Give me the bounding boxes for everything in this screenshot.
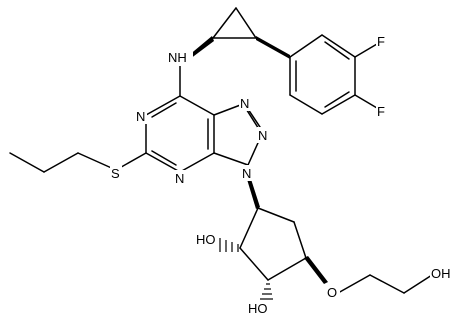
hydroxyl-bottom: HO <box>248 301 268 316</box>
hashed-bond <box>219 238 239 252</box>
wedge-bond <box>246 176 260 209</box>
bond <box>324 91 350 108</box>
triazole-n-bottom: N <box>242 166 251 181</box>
ether-oxygen: O <box>327 285 337 300</box>
bond <box>179 152 215 173</box>
bond <box>324 41 350 60</box>
bond <box>235 7 257 39</box>
wedge-bond <box>188 36 214 59</box>
bond <box>321 34 356 58</box>
atom-label-layer: F F NH N N N N N S HO HO O OH <box>110 33 454 316</box>
bond <box>151 102 177 118</box>
bond <box>145 152 181 173</box>
bond <box>9 152 45 173</box>
bond <box>267 257 307 281</box>
bond <box>354 94 378 109</box>
bond <box>403 274 433 294</box>
sulfur-atom: S <box>111 166 120 181</box>
bond <box>212 7 237 39</box>
bond <box>151 150 177 166</box>
bond <box>289 34 323 58</box>
bond <box>179 95 215 116</box>
bond <box>213 152 249 166</box>
hydroxyl-left: HO <box>196 232 216 247</box>
terminal-hydroxyl: OH <box>431 266 451 281</box>
bond <box>289 94 323 115</box>
wedge-bond <box>256 36 290 59</box>
bond <box>43 152 79 173</box>
bond <box>257 207 295 223</box>
bond <box>77 152 117 171</box>
bond <box>293 221 307 259</box>
fluorine-atom-top: F <box>377 34 385 49</box>
hashed-bond <box>260 283 273 300</box>
pyrimidine-n-left: N <box>136 109 145 124</box>
bond <box>369 274 405 294</box>
wedge-bond <box>304 256 328 284</box>
bond <box>239 207 259 249</box>
bond <box>337 274 371 294</box>
triazole-n-top: N <box>240 96 249 111</box>
bond <box>145 95 181 116</box>
triazole-n-middle: N <box>258 128 267 143</box>
bond <box>239 247 269 281</box>
bond <box>213 103 244 116</box>
bond <box>354 43 378 58</box>
pyrimidine-n-bottom: N <box>175 171 184 186</box>
bond <box>321 94 356 115</box>
bond-layer <box>9 7 433 300</box>
fluorine-atom-bottom: F <box>377 104 385 119</box>
amine-nh-label: NH <box>168 50 187 65</box>
